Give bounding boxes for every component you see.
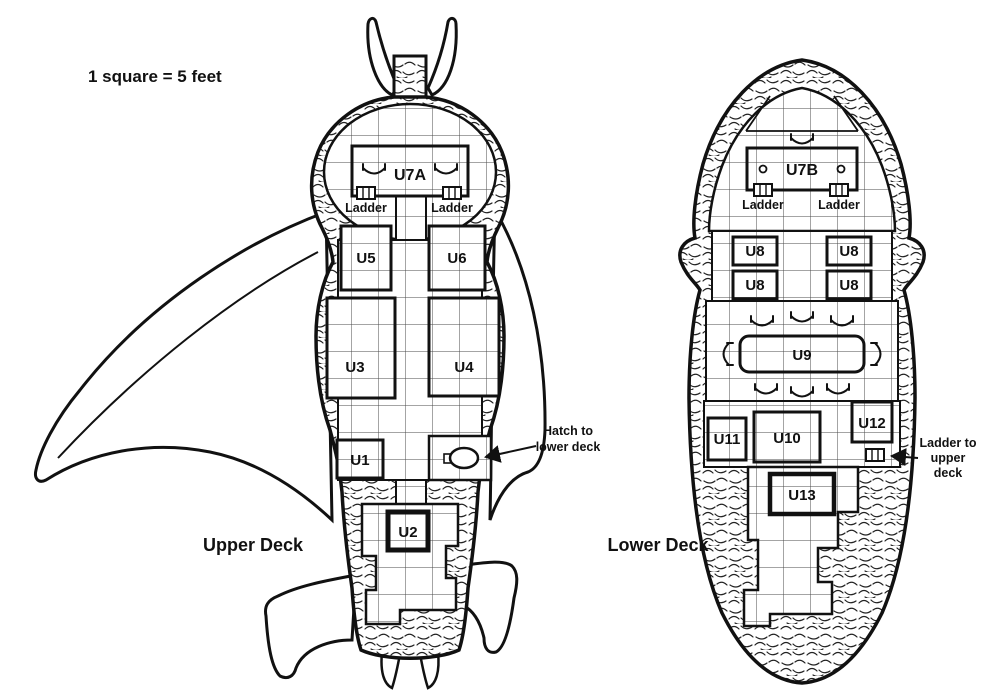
room-u2 bbox=[385, 509, 431, 553]
room-u6 bbox=[427, 224, 487, 292]
room-label-u9: U9 bbox=[792, 347, 811, 364]
room-label-u7a: U7A bbox=[394, 167, 426, 184]
room-label-u4: U4 bbox=[454, 359, 474, 376]
room-u13 bbox=[767, 471, 837, 517]
room-u8 bbox=[731, 235, 779, 267]
porthole-icon bbox=[836, 164, 846, 174]
room-label-u8: U8 bbox=[745, 243, 764, 260]
upper-deck-title: Upper Deck bbox=[203, 535, 304, 555]
right-tail-fin bbox=[462, 560, 519, 654]
room-label-u8: U8 bbox=[745, 277, 764, 294]
lower-deck-title: Lower Deck bbox=[607, 535, 709, 555]
right-horn bbox=[426, 16, 458, 97]
hatch-arrow-icon bbox=[484, 445, 537, 463]
ladder-arrow-icon bbox=[890, 448, 919, 467]
ladder-icon bbox=[753, 183, 773, 197]
left-tail-fin bbox=[264, 573, 358, 680]
room-u4 bbox=[427, 296, 501, 398]
scale-note: 1 square = 5 feet bbox=[88, 67, 222, 86]
left-wing bbox=[34, 209, 334, 524]
room-u10 bbox=[752, 410, 822, 464]
room-label-u12: U12 bbox=[858, 415, 886, 432]
room-u12 bbox=[850, 400, 894, 444]
ladder-icon bbox=[865, 448, 885, 462]
ladder-note-line2: upper bbox=[931, 451, 966, 465]
tail-fork-right bbox=[418, 650, 440, 690]
bow-neck bbox=[392, 54, 428, 102]
tail-fork-left bbox=[380, 650, 402, 690]
ladder-note-line1: Ladder to bbox=[920, 436, 977, 450]
ladder-icon bbox=[829, 183, 849, 197]
ladder-label: Ladder bbox=[742, 198, 784, 212]
room-u1 bbox=[335, 438, 385, 480]
room-u8 bbox=[825, 269, 873, 301]
room-u3 bbox=[325, 296, 397, 400]
ladder-label: Ladder bbox=[345, 201, 387, 215]
left-wing-crease bbox=[57, 251, 319, 459]
room-u8 bbox=[731, 269, 779, 301]
room-label-u1: U1 bbox=[350, 452, 369, 469]
upper-deck-ship: U7A Ladder Ladder U5 U6 U3 U4 U1 U2 Hatc… bbox=[34, 16, 601, 690]
room-label-u10: U10 bbox=[773, 430, 801, 447]
hatch-icon bbox=[448, 446, 480, 470]
room-label-u3: U3 bbox=[345, 359, 364, 376]
ladder-label: Ladder bbox=[431, 201, 473, 215]
lower-deck-ship: U7B Ladder Ladder U8 U8 U8 U8 U9 U11 U10 bbox=[607, 58, 977, 685]
room-u11 bbox=[706, 416, 748, 462]
ladder-label: Ladder bbox=[818, 198, 860, 212]
room-label-u5: U5 bbox=[356, 250, 375, 267]
room-label-u8: U8 bbox=[839, 277, 858, 294]
ladder-icon bbox=[356, 186, 376, 200]
porthole-icon bbox=[758, 164, 768, 174]
left-horn bbox=[366, 16, 400, 97]
room-u9 bbox=[738, 334, 866, 374]
ladder-icon bbox=[442, 186, 462, 200]
hatch-note-line2: lower deck bbox=[536, 440, 601, 454]
room-label-u13: U13 bbox=[788, 487, 816, 504]
hatch-note-line1: Hatch to bbox=[543, 424, 593, 438]
room-label-u8: U8 bbox=[839, 243, 858, 260]
bow-planking bbox=[745, 95, 859, 132]
room-u5 bbox=[339, 224, 393, 292]
room-u8 bbox=[825, 235, 873, 267]
room-label-u7b: U7B bbox=[786, 162, 818, 179]
room-label-u2: U2 bbox=[398, 524, 417, 541]
room-label-u11: U11 bbox=[714, 431, 741, 448]
room-label-u6: U6 bbox=[447, 250, 466, 267]
ladder-note-line3: deck bbox=[934, 466, 963, 480]
